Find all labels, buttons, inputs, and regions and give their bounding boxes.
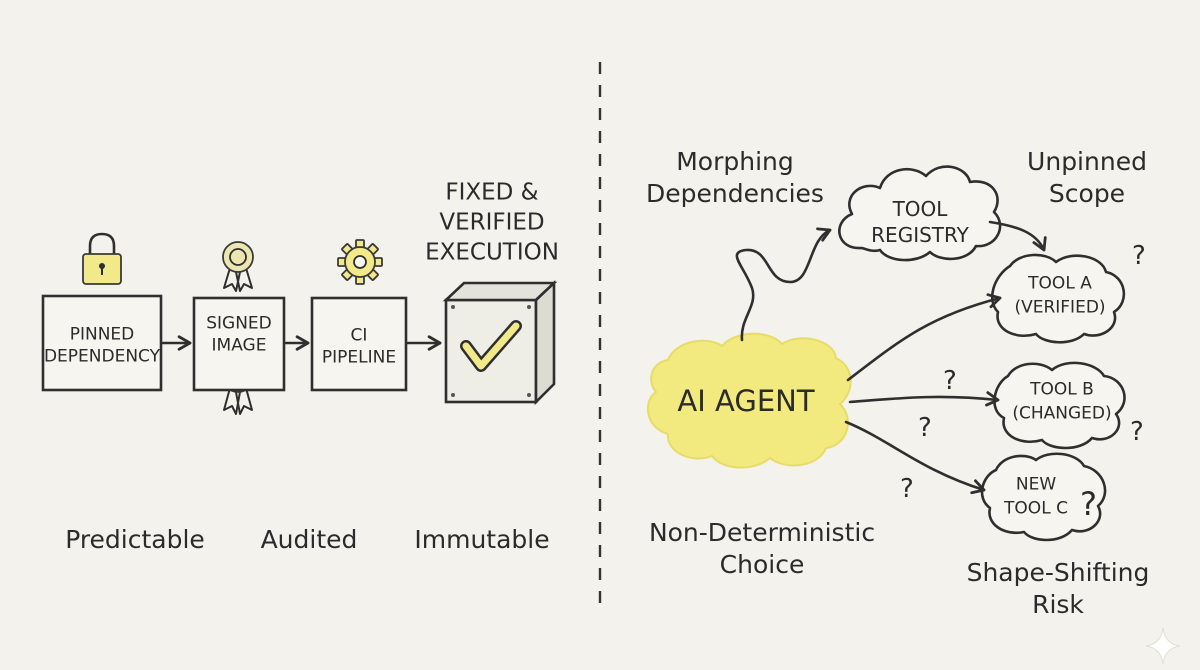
ci-pipeline-box	[310, 296, 408, 392]
tool-b-cloud	[993, 361, 1126, 450]
tool-a-cloud	[991, 253, 1126, 344]
tool-a-label: TOOL A(VERIFIED)	[1014, 273, 1105, 317]
tool-c-cloud	[980, 452, 1107, 542]
sparkle-icon	[1145, 627, 1181, 665]
caption-immutable: Immutable	[414, 525, 549, 554]
padlock-icon	[82, 232, 122, 285]
checkmark-icon	[460, 320, 522, 372]
question-mark: ?	[918, 413, 932, 443]
ai-agent-blob	[647, 332, 852, 469]
caption-audited: Audited	[261, 525, 358, 554]
arrow-agent-to-tool-c	[844, 420, 986, 495]
question-mark: ?	[1132, 241, 1146, 271]
award-ribbon-icon	[222, 241, 254, 292]
arrow-agent-to-tool-b	[848, 391, 1000, 407]
caption-predictable: Predictable	[65, 525, 205, 554]
tool-b-label: TOOL B(CHANGED)	[1012, 379, 1111, 423]
arrow-agent-to-tool-a	[846, 293, 1002, 382]
ai-agent-label: AI AGENT	[677, 384, 814, 418]
signed-image-box	[192, 296, 286, 392]
question-mark: ?	[900, 474, 914, 504]
question-mark: ?	[943, 366, 957, 396]
question-mark: ?	[1130, 417, 1144, 447]
tool-registry-cloud	[838, 165, 1002, 262]
execution-cube	[442, 279, 558, 406]
question-mark: ?	[1080, 485, 1097, 523]
gear-icon	[337, 239, 383, 285]
arrow-registry-to-tool-a	[988, 220, 1047, 252]
pinned-dependency-box	[41, 294, 163, 392]
squiggle-arrow-registry	[735, 227, 832, 342]
